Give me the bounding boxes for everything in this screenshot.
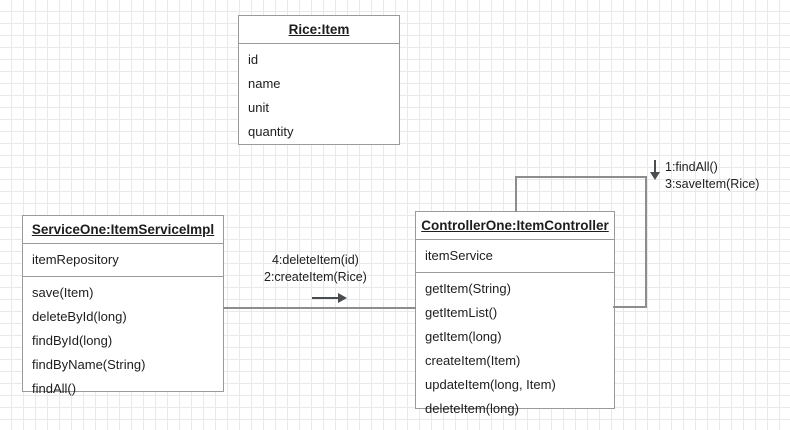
arrow-right-icon <box>312 293 348 303</box>
uml-operation-row: getItemList() <box>425 305 498 320</box>
uml-operation-row: createItem(Item) <box>425 353 521 368</box>
arrow-shaft <box>312 297 342 299</box>
uml-attribute-row: id <box>248 52 259 67</box>
uml-attribute-row: unit <box>248 100 269 115</box>
connector-service-to-controller[interactable] <box>223 307 416 309</box>
arrow-shaft <box>654 160 656 176</box>
uml-operation-row: getItem(String) <box>425 281 511 296</box>
uml-operations-controller: getItem(String) getItemList() getItem(lo… <box>416 273 614 425</box>
uml-operation-row: save(Item) <box>32 285 94 300</box>
uml-operations-service: save(Item) deleteById(long) findById(lon… <box>23 277 223 405</box>
uml-attributes-service: itemRepository <box>23 244 223 277</box>
message-label: 3:saveItem(Rice) <box>665 177 760 191</box>
uml-operation-row: getItem(long) <box>425 329 502 344</box>
uml-operation-row: findAll() <box>32 381 77 396</box>
uml-class-title-item: Rice:Item <box>239 16 399 44</box>
uml-operation-row: findById(long) <box>32 333 113 348</box>
uml-attributes-item: id name unit quantity <box>239 44 399 148</box>
uml-attribute-row: quantity <box>248 124 294 139</box>
uml-class-controller[interactable]: ControllerOne:ItemController itemService… <box>415 211 615 416</box>
connector-selfloop-segment-left[interactable] <box>515 176 517 212</box>
connector-label-controller-selfloop: 1:findAll() 3:saveItem(Rice) <box>665 159 759 193</box>
uml-class-title-service: ServiceOne:ItemServiceImpl <box>23 216 223 244</box>
uml-class-service[interactable]: ServiceOne:ItemServiceImpl itemRepositor… <box>22 215 224 396</box>
uml-operation-row: findByName(String) <box>32 357 146 372</box>
uml-operation-row: deleteById(long) <box>32 309 127 324</box>
uml-attribute-row: itemService <box>425 248 493 263</box>
arrow-head <box>650 172 660 180</box>
uml-attribute-row: name <box>248 76 281 91</box>
arrow-down-icon <box>650 160 660 180</box>
message-label: 1:findAll() <box>665 160 718 174</box>
connector-label-service-controller: 4:deleteItem(id) 2:createItem(Rice) <box>264 252 367 286</box>
uml-class-title-controller: ControllerOne:ItemController <box>416 212 614 240</box>
uml-operation-row: updateItem(long, Item) <box>425 377 556 392</box>
uml-attribute-row: itemRepository <box>32 252 119 267</box>
connector-selfloop-segment-right[interactable] <box>645 176 647 308</box>
connector-selfloop-segment-bottom[interactable] <box>613 306 647 308</box>
uml-attributes-controller: itemService <box>416 240 614 273</box>
uml-class-item[interactable]: Rice:Item id name unit quantity <box>238 15 400 145</box>
message-label: 4:deleteItem(id) <box>271 253 359 267</box>
uml-operation-row: deleteItem(long) <box>425 401 519 416</box>
message-label: 2:createItem(Rice) <box>264 270 367 284</box>
arrow-head <box>338 293 347 303</box>
connector-selfloop-segment-top[interactable] <box>515 176 647 178</box>
